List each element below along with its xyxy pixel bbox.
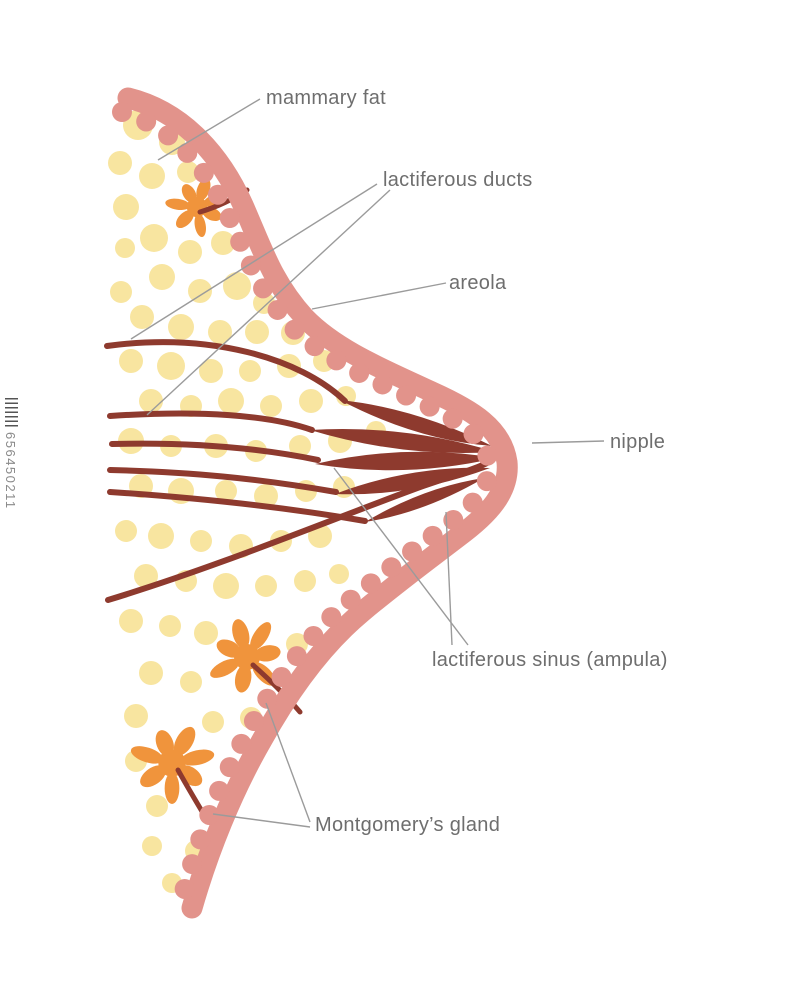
lactiferous-duct xyxy=(109,440,321,463)
leader-montgomery-2 xyxy=(212,813,311,828)
lactiferous-sinus xyxy=(315,451,496,471)
leader-nipple xyxy=(531,440,605,444)
lactiferous-sinus xyxy=(340,400,492,446)
skin-band xyxy=(117,87,518,919)
label-nipple: nipple xyxy=(610,431,666,453)
leader-mammary-fat xyxy=(157,98,261,161)
leader-lactiferous-duct-1 xyxy=(130,183,378,340)
label-mammary-fat: mammary fat xyxy=(266,87,386,109)
leader-sinus-1 xyxy=(333,467,469,646)
lactiferous-sinus xyxy=(365,478,484,522)
leader-sinus-2 xyxy=(445,511,453,646)
label-areola: areola xyxy=(449,272,507,294)
lactiferous-sinus xyxy=(310,428,496,454)
label-lactiferous-ducts: lactiferous ducts xyxy=(383,169,533,191)
leader-montgomery-1 xyxy=(265,702,311,823)
leader-lactiferous-duct-2 xyxy=(146,189,391,416)
leader-lines xyxy=(130,98,605,828)
gland-duct-middle xyxy=(250,662,303,715)
label-montgomery-gland: Montgomery’s gland xyxy=(315,814,501,836)
watermark-id: 656450211 xyxy=(3,432,18,510)
label-lactiferous-sinus: lactiferous sinus (ampula) xyxy=(432,649,668,671)
skin-layer xyxy=(112,87,518,919)
leader-areola xyxy=(311,282,447,310)
lactiferous-duct xyxy=(107,467,339,495)
skin-scallops xyxy=(112,102,500,905)
lactiferous-duct xyxy=(107,489,368,524)
watermark-barcode xyxy=(5,398,18,428)
lactiferous-ducts xyxy=(104,339,492,603)
lactiferous-sinus xyxy=(335,467,490,495)
lactiferous-duct xyxy=(107,410,315,433)
lactiferous-duct xyxy=(104,339,348,404)
lactiferous-sinuses xyxy=(310,400,496,522)
